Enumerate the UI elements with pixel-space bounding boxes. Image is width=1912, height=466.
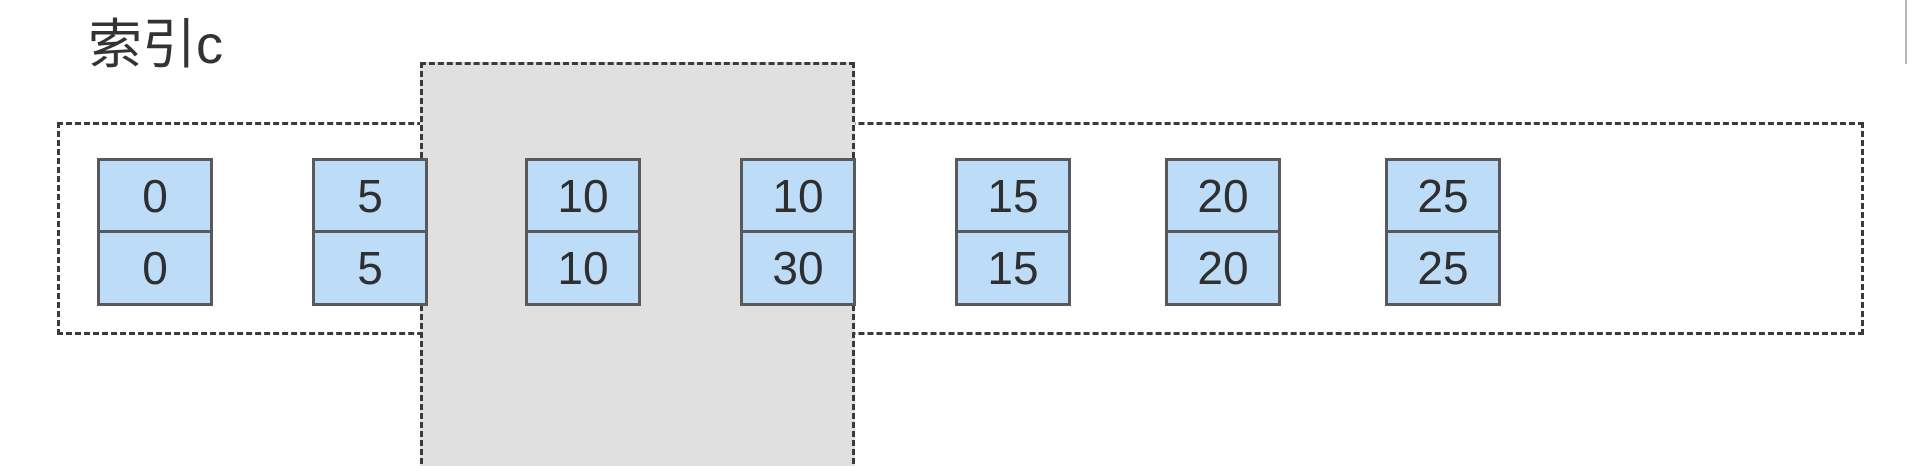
array-cell[interactable]: 5 5 (312, 158, 428, 306)
array-cell[interactable]: 10 30 (740, 158, 856, 306)
cell-bottom-value: 5 (312, 231, 428, 306)
cell-bottom-value: 20 (1165, 231, 1281, 306)
cell-top-value: 25 (1385, 158, 1501, 233)
diagram-title: 索引c (88, 15, 223, 75)
cell-bottom-value: 30 (740, 231, 856, 306)
cell-top-value: 10 (525, 158, 641, 233)
cell-top-value: 15 (955, 158, 1071, 233)
array-cell[interactable]: 20 20 (1165, 158, 1281, 306)
panel-edge-divider (1905, 0, 1907, 64)
array-container-frame (57, 122, 1864, 335)
cell-top-value: 20 (1165, 158, 1281, 233)
cell-bottom-value: 0 (97, 231, 213, 306)
cell-bottom-value: 25 (1385, 231, 1501, 306)
cell-bottom-value: 10 (525, 231, 641, 306)
cell-top-value: 0 (97, 158, 213, 233)
array-cell[interactable]: 25 25 (1385, 158, 1501, 306)
cell-bottom-value: 15 (955, 231, 1071, 306)
cell-top-value: 5 (312, 158, 428, 233)
array-cell[interactable]: 0 0 (97, 158, 213, 306)
array-cell[interactable]: 10 10 (525, 158, 641, 306)
cell-top-value: 10 (740, 158, 856, 233)
array-cell[interactable]: 15 15 (955, 158, 1071, 306)
